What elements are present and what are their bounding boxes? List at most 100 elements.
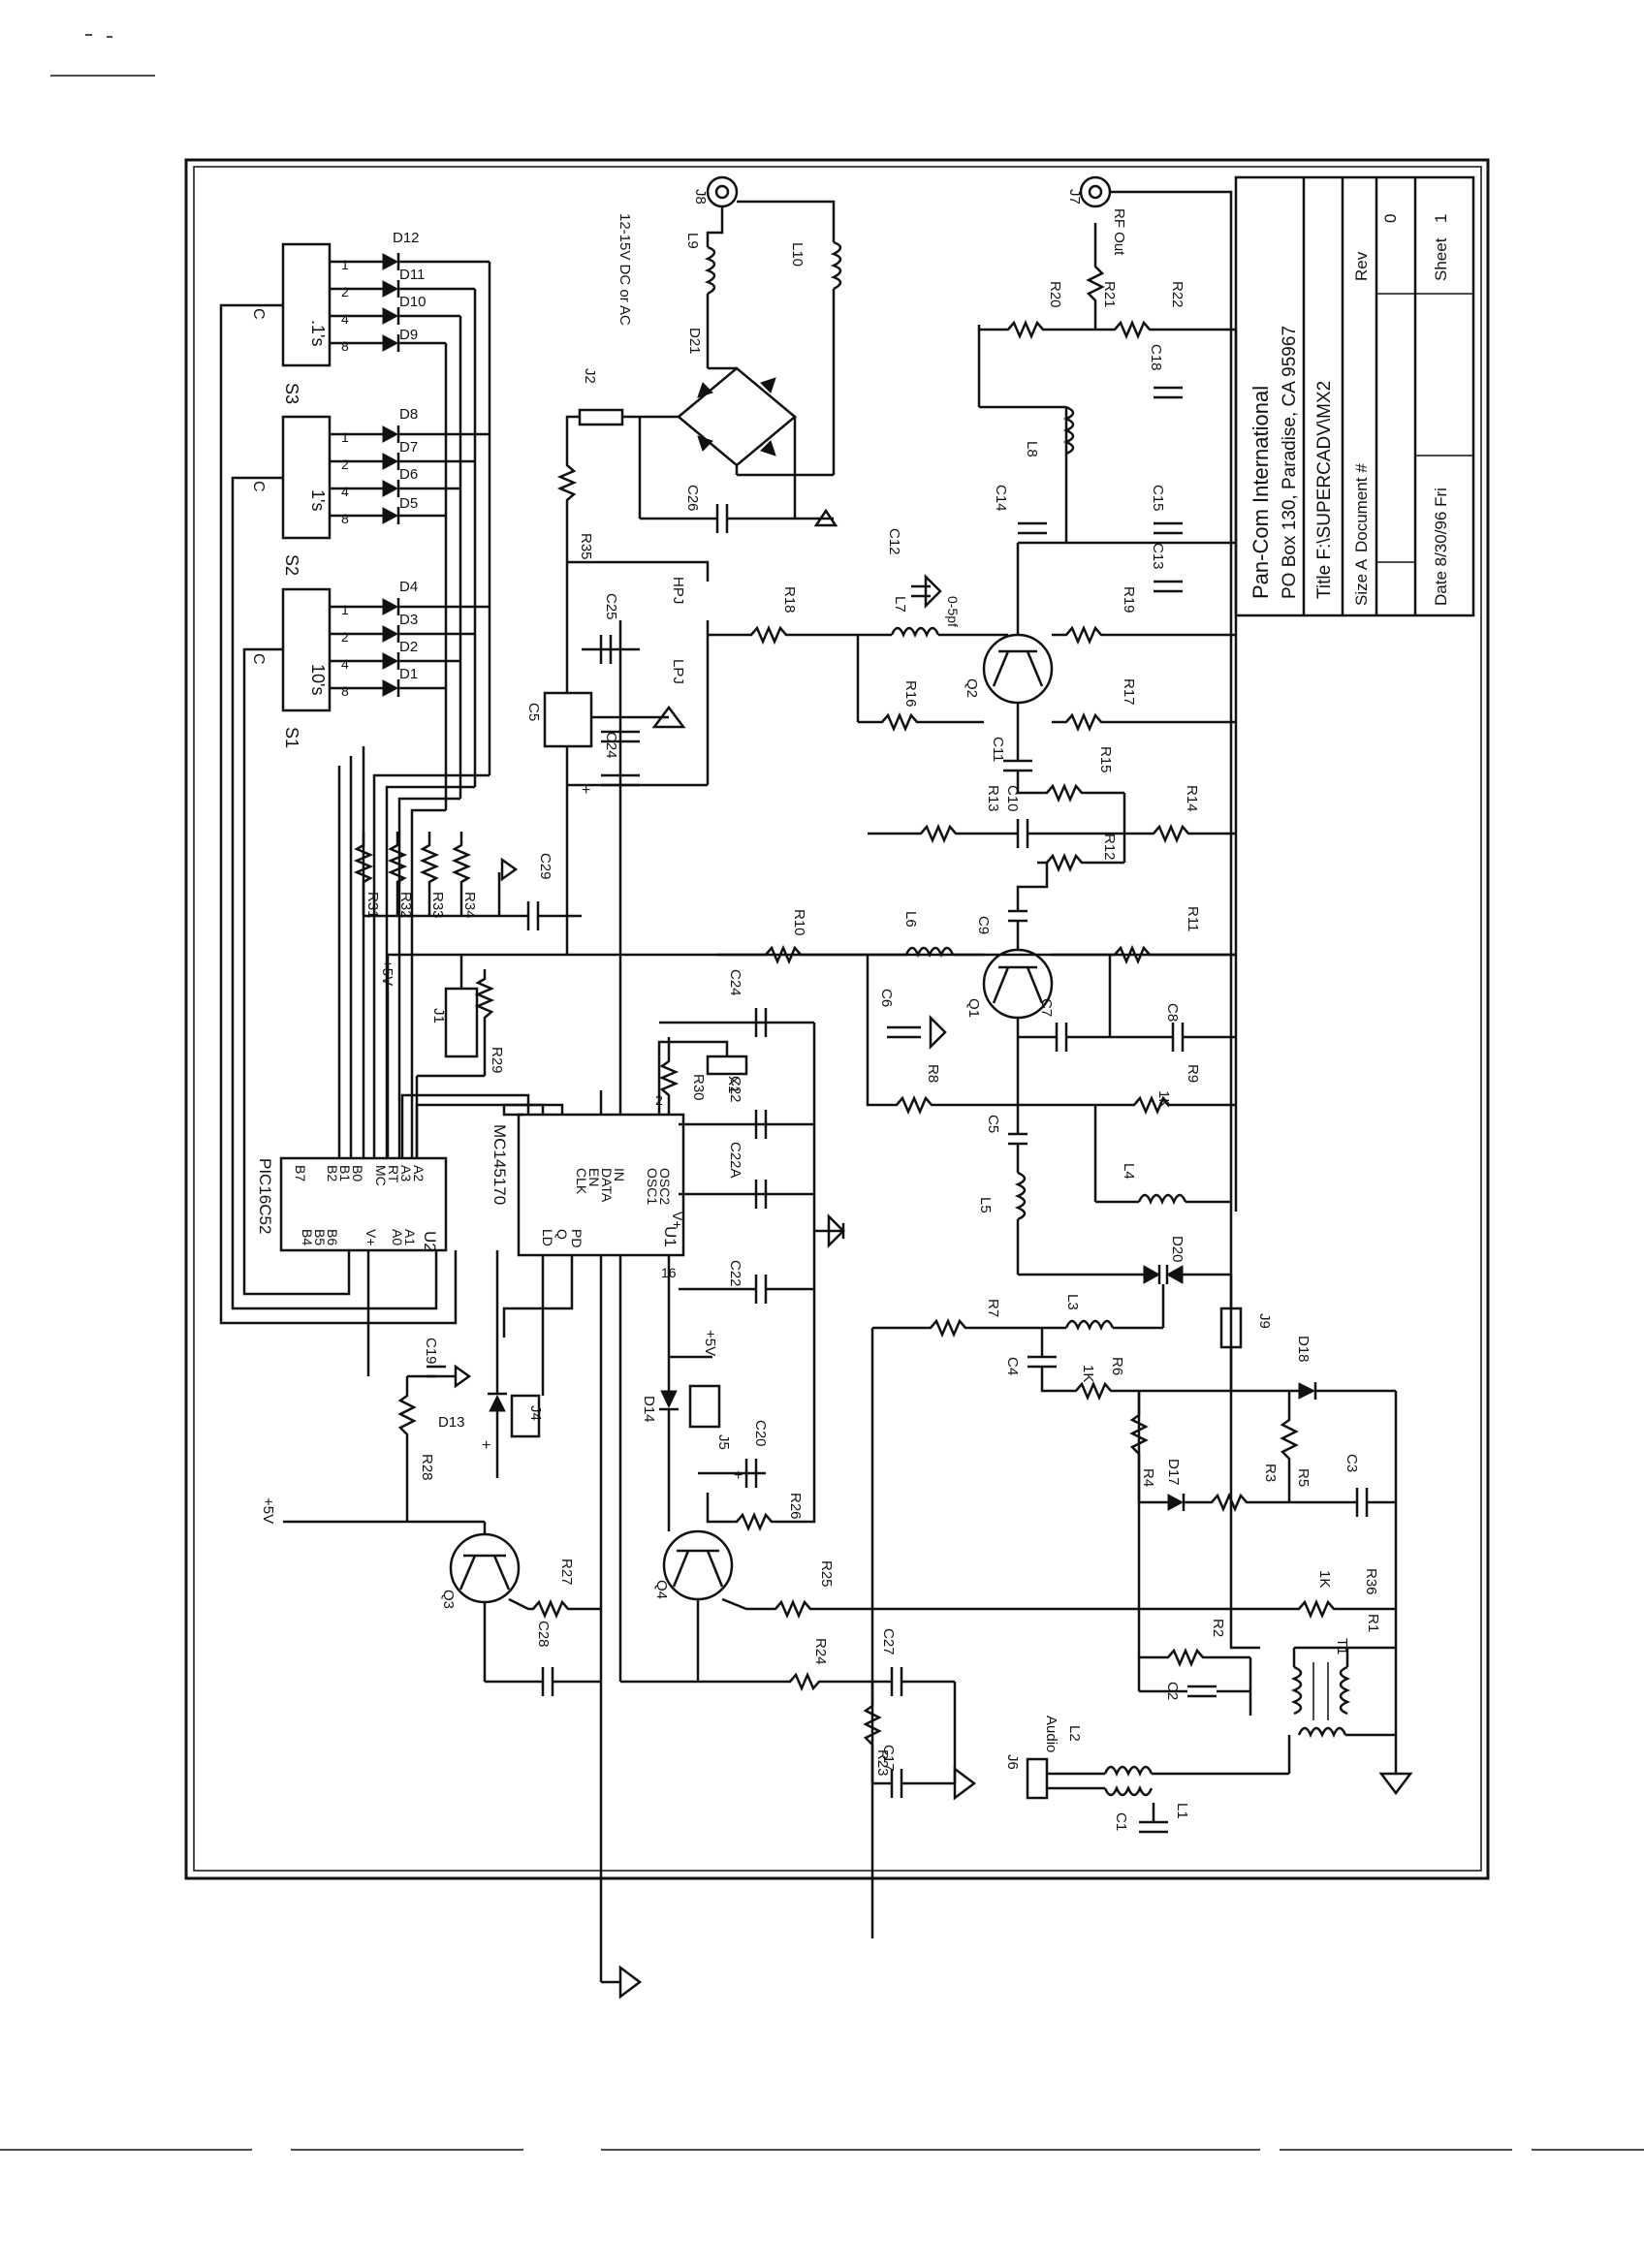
- pullup-resistors: R31 R32 R33 R34 C29 +5V: [353, 832, 1236, 1158]
- diode-d12-icon: [382, 253, 490, 270]
- plus-sign-c20: +: [734, 1467, 743, 1484]
- label-d1: D1: [399, 666, 418, 682]
- u2-ref: U2: [421, 1231, 439, 1252]
- label-d2: D2: [399, 639, 418, 655]
- label-l8: L8: [1024, 441, 1040, 457]
- diode-d3-icon: [382, 625, 475, 643]
- label-l9: L9: [684, 233, 701, 249]
- crystal-circuit: X1 R30 C24 C22 C22A C22: [657, 969, 845, 1304]
- power-supply: J8 L9 12-15V DC or AC L10 D21 J2 C26: [525, 175, 842, 955]
- label-r26: R26: [787, 1493, 804, 1520]
- u1-pin-en: EN: [586, 1168, 602, 1186]
- label-r30: R30: [690, 1074, 707, 1101]
- label-d4: D4: [399, 579, 418, 595]
- label-c29: C29: [537, 853, 553, 880]
- sheet-border-outer: [184, 158, 1490, 1880]
- label-r5: R5: [1295, 1468, 1312, 1487]
- label-r9-1k: 1K: [1155, 1090, 1172, 1108]
- u1-pin-vplus: V+: [670, 1212, 685, 1229]
- label-r28: R28: [419, 1454, 435, 1481]
- diode-d6-icon: [382, 480, 460, 497]
- title-document: Document #: [1352, 463, 1371, 552]
- label-c20: C20: [752, 1420, 769, 1447]
- label-r27: R27: [558, 1559, 575, 1586]
- label-c25: C25: [603, 593, 619, 620]
- label-c9: C9: [975, 916, 992, 934]
- label-r31: R31: [364, 892, 381, 919]
- label-c1: C1: [1113, 1812, 1129, 1831]
- u2-pin-a1: A1: [402, 1229, 418, 1245]
- switch-s3: [281, 242, 332, 367]
- s2-pin-4: 4: [341, 484, 349, 499]
- label-q4: Q4: [653, 1580, 670, 1599]
- title-company: Pan-Com International: [1249, 386, 1273, 599]
- label-q1: Q1: [965, 998, 982, 1018]
- u2-pin-b1: B1: [337, 1165, 353, 1181]
- title-size: Size A: [1352, 558, 1371, 606]
- label-d9: D9: [399, 327, 418, 343]
- diode-d11-icon: [382, 280, 475, 298]
- label-r4: R4: [1140, 1468, 1156, 1487]
- label-d21: D20: [1169, 1236, 1186, 1263]
- u1-ref: U1: [661, 1226, 680, 1247]
- bias-network: J9 D18 R4 D17 R3 R5 C3 R36 1K: [1129, 1275, 1398, 1648]
- u1-power: +5V D14 J5 C20 R26 +: [641, 1255, 816, 1532]
- label-r8: R8: [925, 1064, 941, 1083]
- label-c24: C24: [603, 732, 619, 759]
- switch-group: .1's 1's 10's S3 S2 S1 C C C 1 2 4 8 1 2…: [219, 242, 458, 1325]
- ic-u1: MC145170 U1 LD Q PD CLK EN DATA IN OSC1 …: [400, 620, 775, 1982]
- s1-pin-1: 1: [341, 602, 349, 617]
- label-d6: D6: [399, 466, 418, 483]
- s1-pin-8: 8: [341, 683, 349, 699]
- jack-j6-icon: [1026, 1757, 1049, 1800]
- u2-pin-mc: MC: [373, 1165, 389, 1186]
- label-r9: R9: [1185, 1064, 1201, 1083]
- u1-pin-data: DATA: [599, 1168, 615, 1203]
- u2-pin-rt: RT: [386, 1165, 401, 1183]
- label-c3: C3: [1344, 1454, 1360, 1472]
- u2-pin-b2: B2: [325, 1165, 340, 1181]
- label-r23: R23: [874, 1749, 891, 1777]
- label-c12: C12: [886, 528, 902, 555]
- matrix-diodes: D12 D11 D10 D9 D8 D7 D6 D5 D4 D3 D2 D1: [337, 230, 491, 1158]
- title-address: PO Box 130, Paradise, CA 95967: [1280, 326, 1300, 599]
- switch-s3-ref: S3: [282, 383, 301, 404]
- label-c5: C5: [525, 703, 542, 721]
- title-block: Pan-Com International PO Box 130, Paradi…: [1234, 175, 1475, 617]
- label-j1: J1: [430, 1008, 447, 1024]
- label-r11: R11: [1185, 906, 1201, 931]
- sheet-border-inner: [193, 166, 1482, 1872]
- title-sheet-label: Sheet: [1432, 237, 1450, 281]
- switch-s2-label: 1's: [308, 489, 328, 511]
- label-rf-out: RF Out: [1111, 208, 1127, 256]
- diode-d9-icon: [382, 334, 446, 352]
- transformer-t1-icon: [1290, 1662, 1351, 1720]
- label-c26: C26: [684, 485, 701, 512]
- label-c11: C11: [990, 737, 1006, 762]
- switch-s1-ref: S1: [282, 727, 301, 748]
- u2-pin-b5: B5: [312, 1229, 328, 1245]
- diode-d1-icon: [382, 679, 446, 697]
- label-l10: L10: [789, 242, 806, 267]
- ic-u2: PIC16C52 U2 B4 B5 B6 V+ A0 A1 B7 B2 B1 B…: [256, 1156, 448, 1252]
- s2-pin-2: 2: [341, 457, 349, 472]
- label-c10: C10: [1004, 785, 1021, 812]
- label-c7: C7: [1038, 998, 1055, 1017]
- label-r22: R22: [1169, 281, 1186, 308]
- title-name: Title F:\SUPERCADV\MX2: [1314, 381, 1335, 599]
- u2-pin-a0: A0: [390, 1229, 405, 1245]
- modulation-stage: R7 L3 C4 R6 1K: [870, 1294, 1299, 1938]
- label-d18: D18: [1295, 1336, 1312, 1363]
- label-j2: J2: [582, 368, 598, 384]
- label-r13: R13: [985, 785, 1001, 812]
- s2-common-label: C: [250, 481, 267, 492]
- label-r20: R20: [1047, 281, 1063, 308]
- transistor-q2-icon: [982, 633, 1054, 705]
- label-d20: D21: [686, 328, 703, 355]
- label-c15: C15: [1150, 485, 1166, 512]
- label-r6-1k: 1K: [1080, 1365, 1096, 1382]
- label-c19: C19: [423, 1338, 439, 1365]
- u2-body: [279, 1156, 448, 1252]
- s3-pin-4: 4: [341, 311, 349, 327]
